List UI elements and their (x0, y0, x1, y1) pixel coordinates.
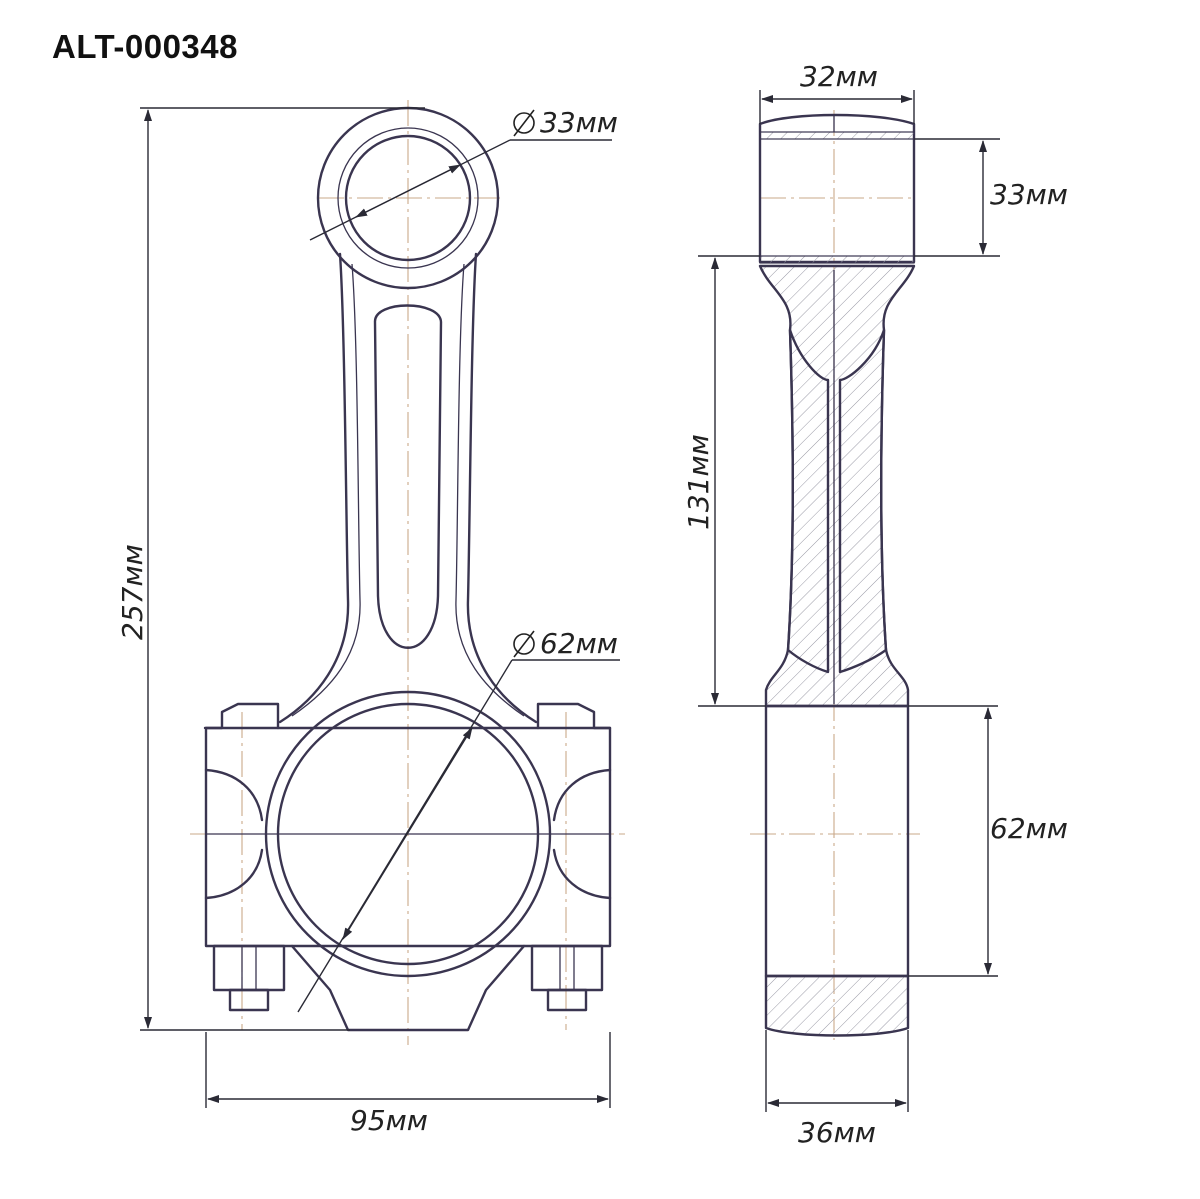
side-view (750, 110, 920, 1040)
front-dimensions: 257мм 95мм 33мм 62мм (116, 106, 620, 1137)
cap-width-label: 95мм (350, 1104, 428, 1137)
cap-bottom (290, 944, 526, 1032)
big-bore-label: 62мм (540, 627, 618, 660)
bushing-bottom (759, 255, 915, 264)
left-bolt-nut (212, 944, 286, 1012)
small-end-bore (344, 134, 472, 262)
side-dimensions: 32мм 33мм 131мм 62мм 36мм (682, 60, 1068, 1149)
small-bore-diameter-symbol (513, 109, 535, 137)
side-big-end-body (764, 704, 910, 978)
beam-web-right (838, 328, 888, 674)
bushing-top (759, 131, 915, 140)
beam-web-left (786, 328, 830, 674)
big-bore-diameter-symbol (513, 630, 535, 658)
small-end-width-label: 32мм (800, 60, 878, 93)
shank-fillet-lines (291, 263, 525, 717)
part-number-title: ALT-000348 (52, 28, 238, 65)
small-end-height-label: 33мм (990, 178, 1068, 211)
beam-length-label: 131мм (682, 434, 715, 530)
beam-section-hatched (758, 264, 916, 708)
shank-outline (278, 252, 538, 724)
right-bolt-pocket (552, 768, 612, 900)
overall-length-label: 257мм (116, 544, 149, 640)
left-bolt-pocket (204, 768, 264, 900)
big-end-width-label: 36мм (798, 1116, 876, 1149)
small-end-chamfer (337, 127, 479, 269)
shank-groove (373, 304, 443, 649)
front-view (190, 100, 625, 1045)
big-end-height-label: 62мм (990, 812, 1068, 845)
cap-section-hatched (764, 974, 910, 1037)
small-bore-label: 33мм (540, 106, 618, 139)
right-bolt-nut (530, 944, 604, 1012)
